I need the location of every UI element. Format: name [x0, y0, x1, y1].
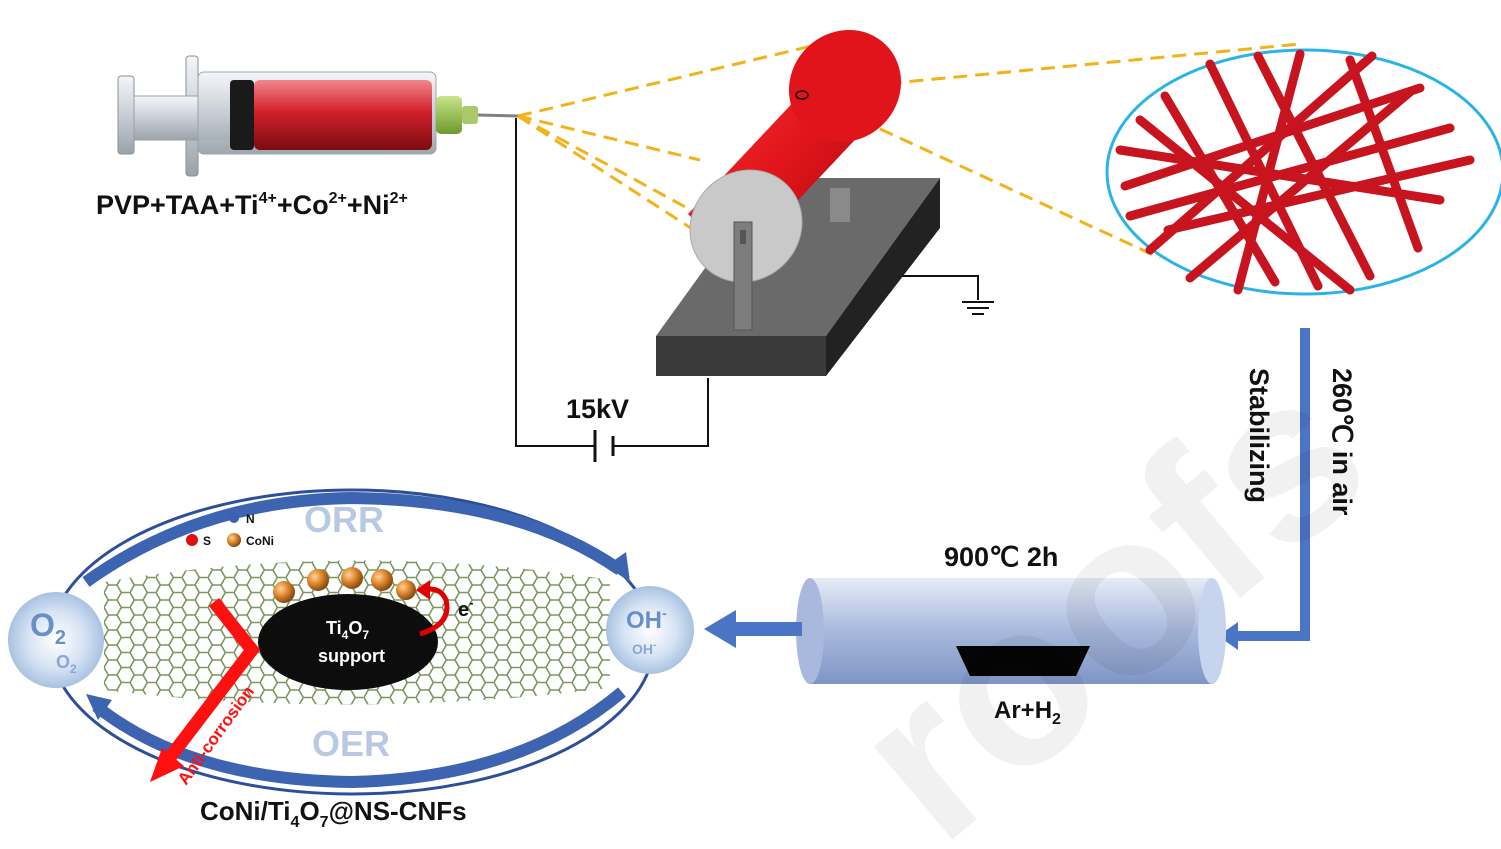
syringe: [117, 55, 519, 177]
circuit-wires: [515, 118, 994, 447]
oer-label: OER: [312, 723, 390, 764]
rotating-drum: [688, 29, 902, 331]
support-word: support: [318, 646, 385, 666]
legend-s-dot: [186, 534, 198, 546]
anti-corrosion-arrow: [162, 597, 261, 764]
oer-cycle-arrow: [92, 687, 626, 789]
voltage-label: 15kV: [566, 394, 629, 424]
legend-coni: CoNi: [246, 534, 274, 548]
o2-bubble: [8, 592, 104, 688]
atmosphere-label: Ar+H2: [994, 697, 1061, 728]
zoom-spot: [795, 90, 809, 100]
sample-boat: [956, 646, 1090, 676]
legend-n: N: [246, 512, 255, 526]
legend-s: S: [203, 534, 211, 548]
oh-bubble: [606, 586, 694, 674]
electron-arrow: [419, 586, 450, 637]
furnace-to-catalyst-arrow: [704, 610, 802, 648]
orr-cycle-arrow: [82, 491, 624, 587]
battery-symbol: [593, 430, 615, 462]
precursor-label: PVP+TAA+Ti4++Co2++Ni2+: [96, 190, 408, 220]
coni-particles: [273, 567, 416, 603]
product-label: CoNi/Ti4O7@NS-CNFs: [200, 796, 467, 831]
o2-small-label: O2: [56, 652, 77, 676]
tube-furnace: [796, 578, 1226, 684]
legend-coni-dot: [227, 533, 241, 547]
oh-label: OH-: [626, 605, 667, 634]
catalyst-scheme: Ti4O7 support e- Anti-corrosion O2 O2 OH…: [8, 488, 694, 796]
oh-small-label: OH-: [632, 640, 656, 657]
legend-n-dot: [229, 513, 239, 523]
nanofiber-mat: [1105, 48, 1501, 296]
collector-base: [656, 178, 940, 376]
stabilizing-arrow: [1218, 328, 1310, 650]
orr-label: ORR: [304, 499, 384, 540]
o2-label: O2: [30, 607, 66, 649]
electron-label: e-: [458, 595, 473, 621]
calcination-label: 900℃ 2h: [944, 542, 1058, 572]
stabilizing-temp-label: 260℃ in air: [1327, 368, 1357, 516]
ti4o7-support: [258, 594, 438, 690]
atom-legend: N S CoNi: [186, 512, 274, 548]
stabilizing-label: Stabilizing: [1244, 368, 1274, 503]
support-formula: Ti4O7: [326, 618, 369, 642]
